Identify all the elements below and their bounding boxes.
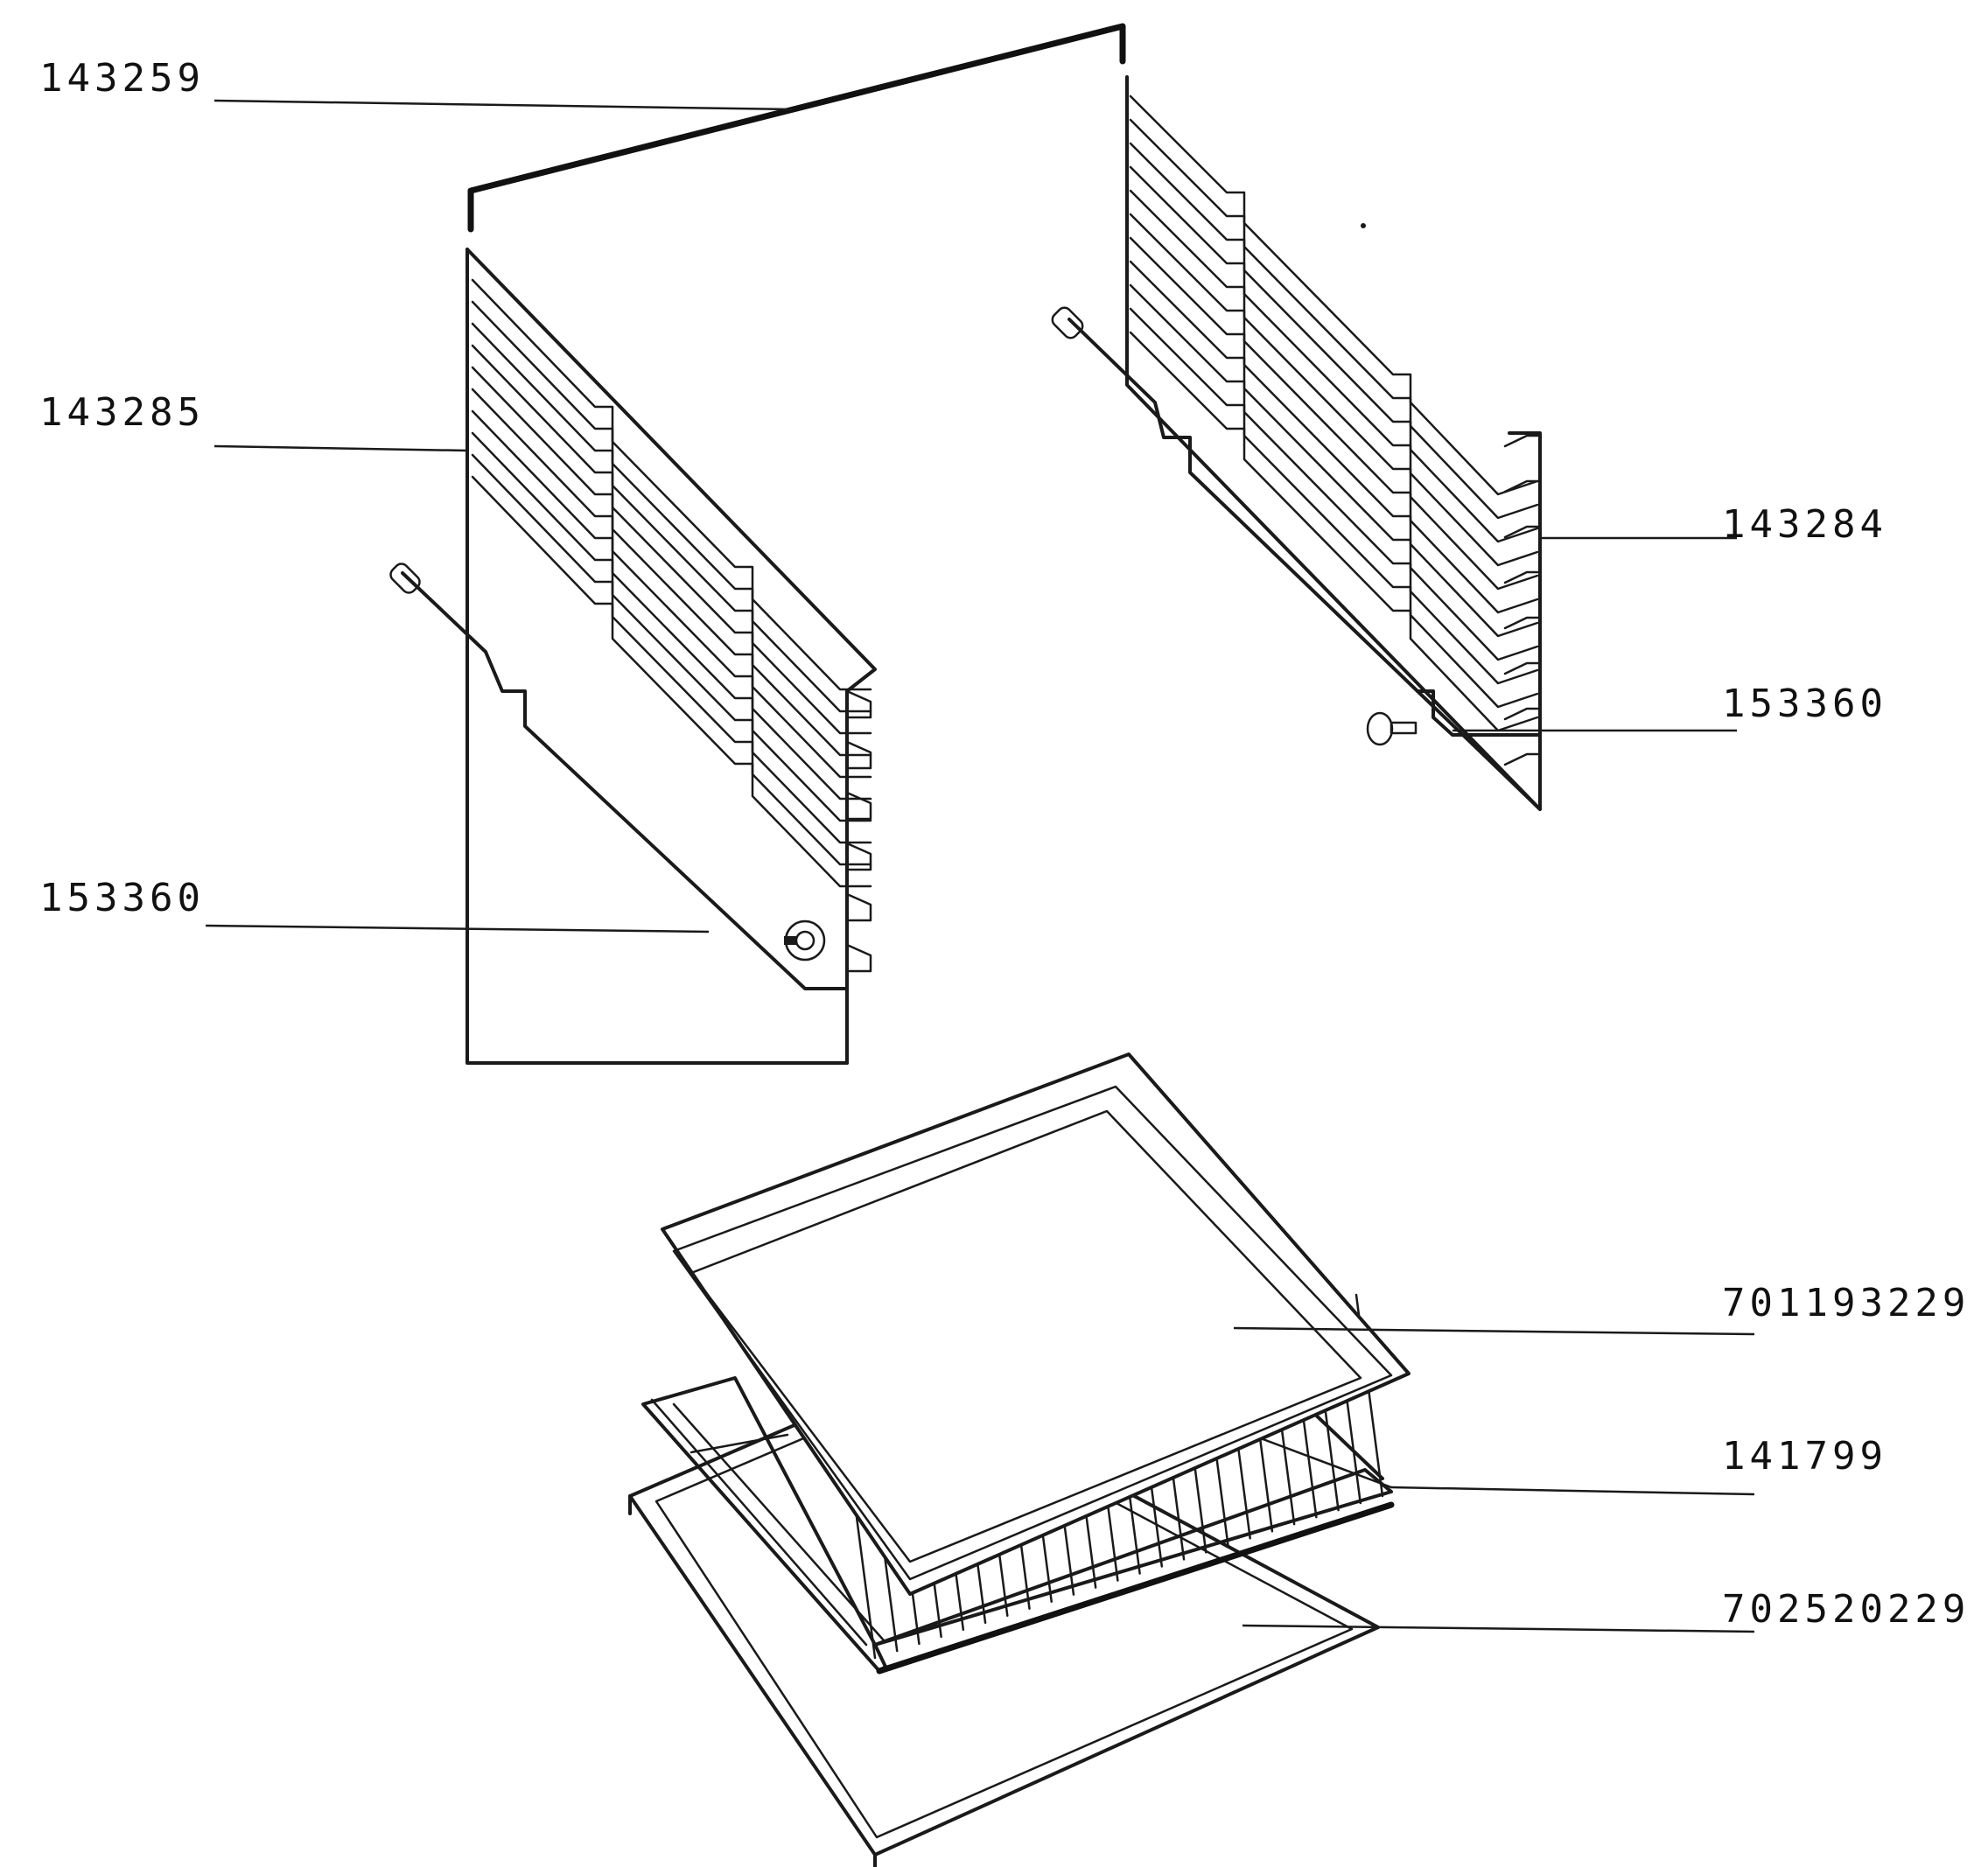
right-rack-rail bbox=[1129, 118, 1539, 520]
right-rack-rail-loop bbox=[1503, 616, 1542, 630]
left-rack-rail-loop bbox=[845, 791, 872, 821]
right-rack-rail-loop bbox=[1503, 525, 1542, 539]
left-rack-rail bbox=[471, 300, 872, 713]
grill-side-rail bbox=[672, 1402, 886, 1642]
right-rack-rail bbox=[1129, 307, 1539, 709]
grill-side-rail bbox=[650, 1398, 868, 1647]
right-rack-support-part bbox=[1051, 75, 1542, 811]
right-rack-rail bbox=[1129, 189, 1539, 591]
left-rack-rail-loop bbox=[845, 689, 872, 719]
leader-left-fixing bbox=[205, 924, 710, 934]
stray-mark bbox=[1361, 223, 1366, 228]
label-left-support: 143285 bbox=[39, 390, 205, 435]
label-tray-frame: 701193229 bbox=[1722, 1281, 1970, 1325]
left-rack-rail-loop bbox=[845, 943, 872, 973]
leader-top-rod bbox=[214, 99, 793, 111]
right-rack-rail-loop bbox=[1503, 661, 1542, 675]
right-rack-rail-loop bbox=[1503, 570, 1542, 584]
leader-tray-frame bbox=[1233, 1326, 1755, 1336]
right-rack-rail bbox=[1129, 260, 1539, 661]
leader-lines bbox=[205, 99, 1755, 1633]
label-right-fixing: 153360 bbox=[1722, 682, 1887, 726]
left-rack-rail bbox=[471, 453, 872, 866]
left-rack-rail-loop bbox=[845, 892, 872, 922]
left-rack-rail bbox=[471, 278, 872, 691]
grill-cross-rail bbox=[690, 1433, 789, 1454]
grill-cross-rail bbox=[1250, 1433, 1393, 1489]
left-rack-rail bbox=[471, 344, 872, 757]
right-rack-rail bbox=[1129, 283, 1539, 685]
right-rack-rail-loop bbox=[1503, 434, 1542, 448]
left-rack-support-part bbox=[389, 248, 877, 1065]
left-rack-rail-loop bbox=[845, 740, 872, 770]
leader-baking-tray bbox=[1242, 1624, 1755, 1633]
right-rack-rail bbox=[1129, 94, 1539, 496]
right-rack-rail-loop bbox=[1503, 479, 1542, 493]
left-rack-rail bbox=[471, 388, 872, 801]
left-rack-rail bbox=[471, 475, 872, 888]
left-rack-rail-loop bbox=[845, 842, 872, 871]
leader-grill-rack bbox=[1390, 1486, 1755, 1496]
left-rack-rail bbox=[471, 322, 872, 735]
leader-left-support bbox=[214, 444, 468, 452]
top-rod-part bbox=[467, 23, 1126, 233]
label-left-fixing: 153360 bbox=[39, 876, 205, 920]
right-rack-rail bbox=[1129, 331, 1539, 732]
tray-frame-part bbox=[661, 1052, 1410, 1596]
left-rack-rail bbox=[471, 366, 872, 779]
label-grill-rack: 141799 bbox=[1722, 1434, 1887, 1479]
left-rack-rail bbox=[471, 431, 872, 844]
label-top-rod: 143259 bbox=[39, 56, 205, 101]
right-rack-rail bbox=[1129, 213, 1539, 614]
left-rack-rail bbox=[471, 409, 872, 822]
right-rack-rail bbox=[1129, 236, 1539, 638]
right-rack-rail-loop bbox=[1503, 752, 1542, 766]
label-baking-tray: 702520229 bbox=[1722, 1587, 1970, 1632]
right-rack-rail bbox=[1129, 165, 1539, 567]
right-rack-rail bbox=[1129, 142, 1539, 543]
label-right-support: 143284 bbox=[1722, 502, 1887, 547]
right-rack-rail-loop bbox=[1503, 707, 1542, 721]
